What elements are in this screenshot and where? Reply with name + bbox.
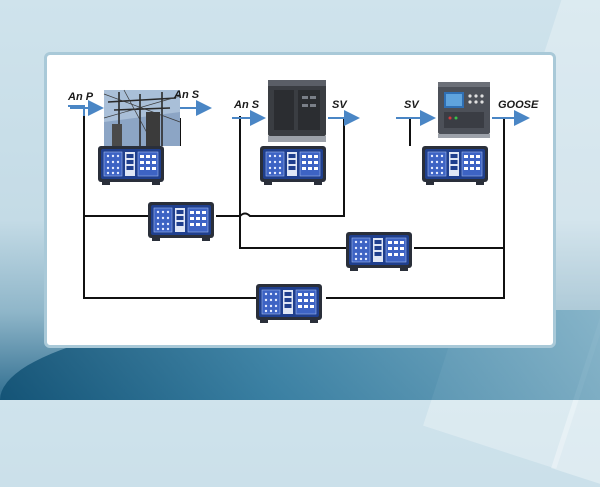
signal-arrows — [68, 100, 530, 126]
test-set — [259, 145, 327, 186]
label-an-s-out: An S — [173, 89, 200, 101]
label-an-p: An P — [67, 91, 94, 103]
label-sv-out: SV — [332, 99, 348, 111]
test-set — [421, 145, 489, 186]
test-set — [255, 283, 323, 324]
label-an-s-in: An S — [233, 99, 260, 111]
merging-unit — [268, 80, 326, 142]
test-set — [345, 231, 413, 272]
label-sv-in: SV — [404, 99, 420, 111]
substation-photo — [103, 89, 181, 147]
test-set — [147, 201, 215, 242]
label-goose: GOOSE — [498, 99, 539, 111]
protection-relay — [438, 82, 490, 138]
network-diagram: An P An S An S SV SV GOOSE — [67, 80, 539, 324]
test-set — [97, 145, 165, 186]
